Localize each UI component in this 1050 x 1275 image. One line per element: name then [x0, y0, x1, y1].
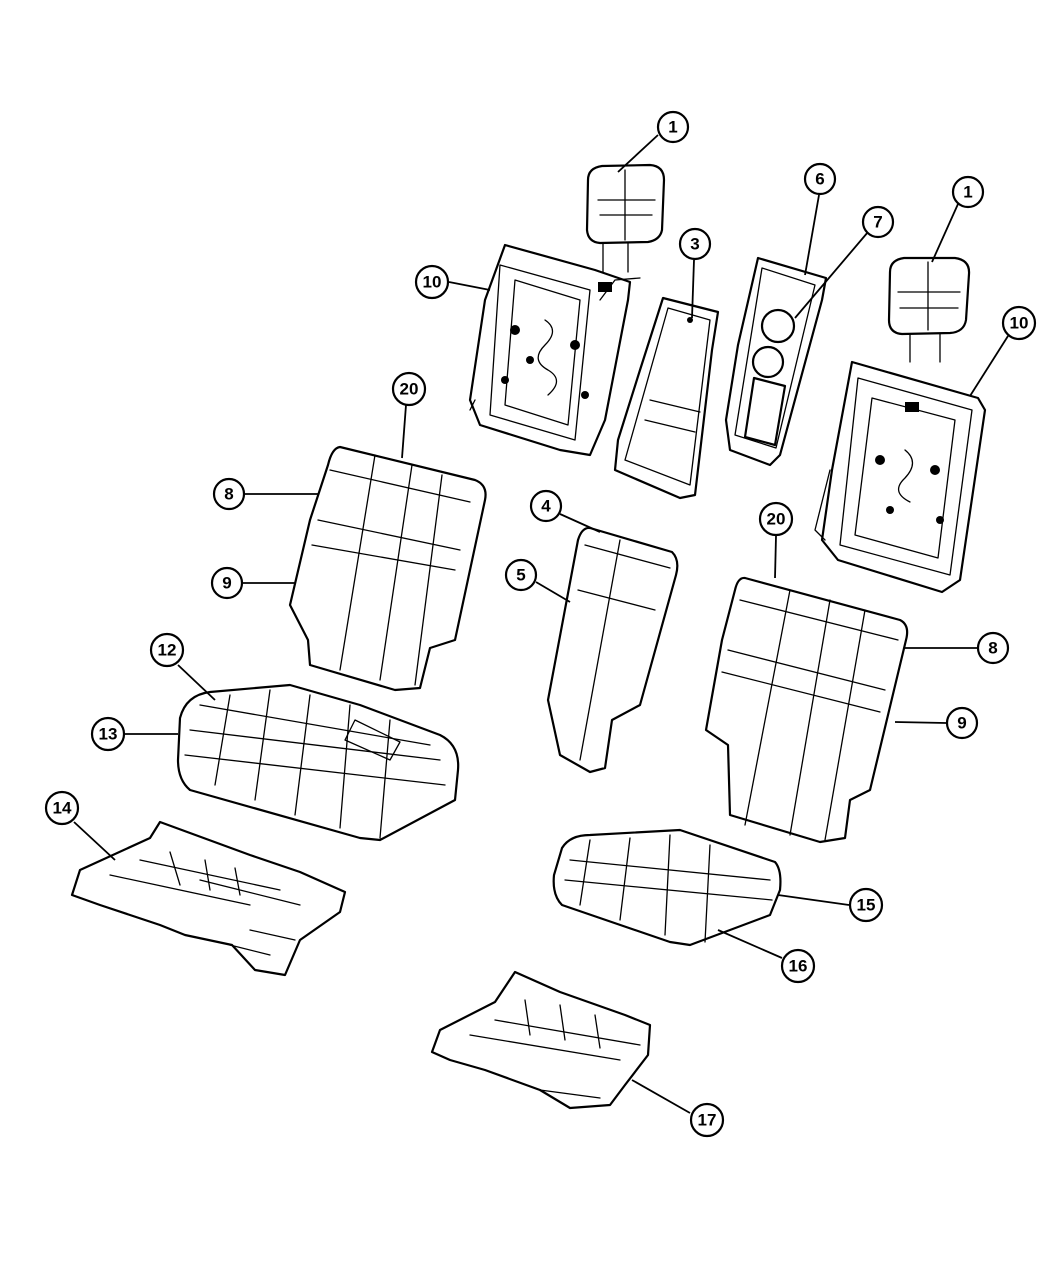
svg-text:9: 9	[222, 574, 231, 593]
callout-10-left: 10	[414, 264, 450, 300]
seatback-cushion-left	[288, 445, 487, 692]
svg-text:13: 13	[99, 725, 118, 744]
svg-text:16: 16	[789, 957, 808, 976]
callout-8-right: 8	[976, 631, 1010, 665]
callout-15: 15	[848, 887, 884, 923]
callout-5: 5	[504, 558, 538, 592]
svg-text:10: 10	[1010, 314, 1029, 333]
callout-17: 17	[689, 1102, 725, 1138]
callout-12: 12	[149, 632, 185, 668]
seatback-frame-left	[468, 243, 641, 457]
svg-text:4: 4	[541, 497, 551, 516]
seat-frame-right	[430, 970, 652, 1110]
seatback-frame-right	[814, 360, 987, 594]
callout-20-left: 20	[391, 371, 427, 407]
svg-text:7: 7	[873, 213, 882, 232]
svg-text:14: 14	[53, 799, 72, 818]
armrest-tray	[724, 256, 828, 467]
seat-cushion-right	[552, 828, 782, 947]
headrest-left	[585, 163, 666, 273]
callout-3: 3	[678, 227, 712, 261]
callout-16: 16	[780, 948, 816, 984]
armrest-cushion	[546, 526, 679, 774]
leader-lines	[73, 134, 1009, 1114]
svg-text:1: 1	[963, 183, 972, 202]
svg-text:8: 8	[988, 639, 997, 658]
callout-9-left: 9	[210, 566, 244, 600]
headrest-right	[887, 256, 971, 363]
callout-8-left: 8	[212, 477, 246, 511]
callout-10-right: 10	[1001, 305, 1037, 341]
callout-4: 4	[529, 489, 563, 523]
callout-7: 7	[861, 205, 895, 239]
callout-20-right: 20	[758, 501, 794, 537]
seat-cushion-left	[176, 683, 460, 842]
callout-1-left: 1	[656, 110, 690, 144]
svg-text:20: 20	[767, 510, 786, 529]
svg-text:9: 9	[957, 714, 966, 733]
svg-text:6: 6	[815, 170, 824, 189]
svg-text:15: 15	[857, 896, 876, 915]
svg-text:17: 17	[698, 1111, 717, 1130]
svg-text:3: 3	[690, 235, 699, 254]
callout-6: 6	[803, 162, 837, 196]
callout-14: 14	[44, 790, 80, 826]
svg-text:5: 5	[516, 566, 525, 585]
armrest-frame	[613, 296, 720, 500]
svg-text:10: 10	[423, 273, 442, 292]
seatback-cushion-right	[704, 576, 909, 844]
seat-frame-left	[70, 820, 347, 977]
callout-1-right: 1	[951, 175, 985, 209]
svg-text:1: 1	[668, 118, 677, 137]
svg-text:12: 12	[158, 641, 177, 660]
callout-13: 13	[90, 716, 126, 752]
svg-text:20: 20	[400, 380, 419, 399]
svg-text:8: 8	[224, 485, 233, 504]
callout-9-right: 9	[945, 706, 979, 740]
